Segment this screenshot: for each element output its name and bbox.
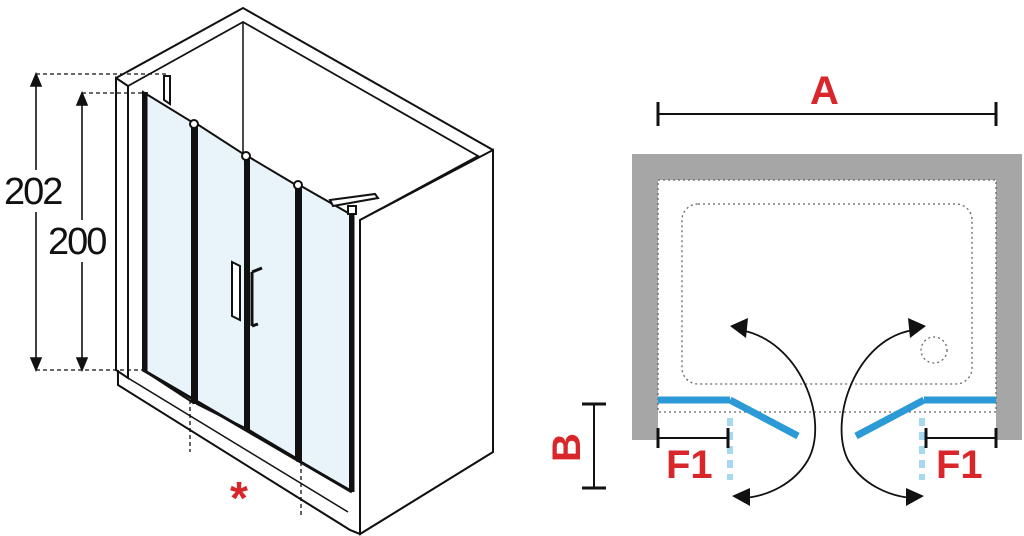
arrow-up-202 <box>29 71 43 87</box>
handle-bracket <box>251 266 263 274</box>
hinge-icon <box>241 151 251 161</box>
width-label-a: A <box>810 69 839 113</box>
label-bg-202 <box>4 170 68 212</box>
height-label-202: 202 <box>4 171 62 213</box>
arrowhead-icon <box>732 488 750 506</box>
arrow-down-200 <box>75 357 89 373</box>
swing-arrowheads <box>730 318 926 506</box>
top-view: A <box>545 69 1022 506</box>
arrowhead-icon <box>908 318 926 338</box>
door-leaf-right <box>854 396 926 440</box>
folding-doors <box>658 396 996 440</box>
height-label-200: 200 <box>48 221 106 263</box>
opening-label-f1-right: F1 <box>936 443 983 487</box>
asterisk-mark: * <box>230 472 248 524</box>
drain-icon <box>920 336 948 364</box>
depth-label-b: B <box>545 433 589 462</box>
opening-label-f1-left: F1 <box>666 443 713 487</box>
glass-panel-3 <box>248 155 297 460</box>
swing-arcs <box>739 329 915 499</box>
glass-panels <box>142 75 380 494</box>
swing-arc-right <box>840 329 915 499</box>
side-wall <box>359 148 494 536</box>
wall-clip <box>347 205 357 215</box>
left-pillar <box>115 76 129 380</box>
glass-panel-4 <box>300 184 351 492</box>
swing-arc-left <box>739 329 817 499</box>
bottom-rail <box>142 368 353 494</box>
hinge-icon <box>293 180 303 190</box>
inner-back-wall <box>127 20 480 221</box>
f1-dimensions <box>656 428 998 448</box>
arrowhead-icon <box>730 318 748 338</box>
reference-dashes <box>36 73 302 518</box>
floor-edge <box>127 377 349 513</box>
door-handle-left <box>231 260 241 322</box>
tray-outline <box>657 179 997 413</box>
arrowhead-icon <box>906 488 924 506</box>
floor-outline <box>117 370 361 536</box>
stabilizer-bar-right <box>328 192 380 208</box>
bathtub-outline <box>681 203 973 385</box>
arrow-up-200 <box>75 90 89 106</box>
door-leaf-left <box>728 396 800 440</box>
glass-panel-1 <box>142 90 193 404</box>
arrow-down-202 <box>29 357 43 373</box>
label-bg-200 <box>48 220 114 262</box>
stabilizer-bar-left <box>163 75 171 106</box>
hinge-icon <box>189 119 199 129</box>
handle-bracket <box>251 322 259 328</box>
